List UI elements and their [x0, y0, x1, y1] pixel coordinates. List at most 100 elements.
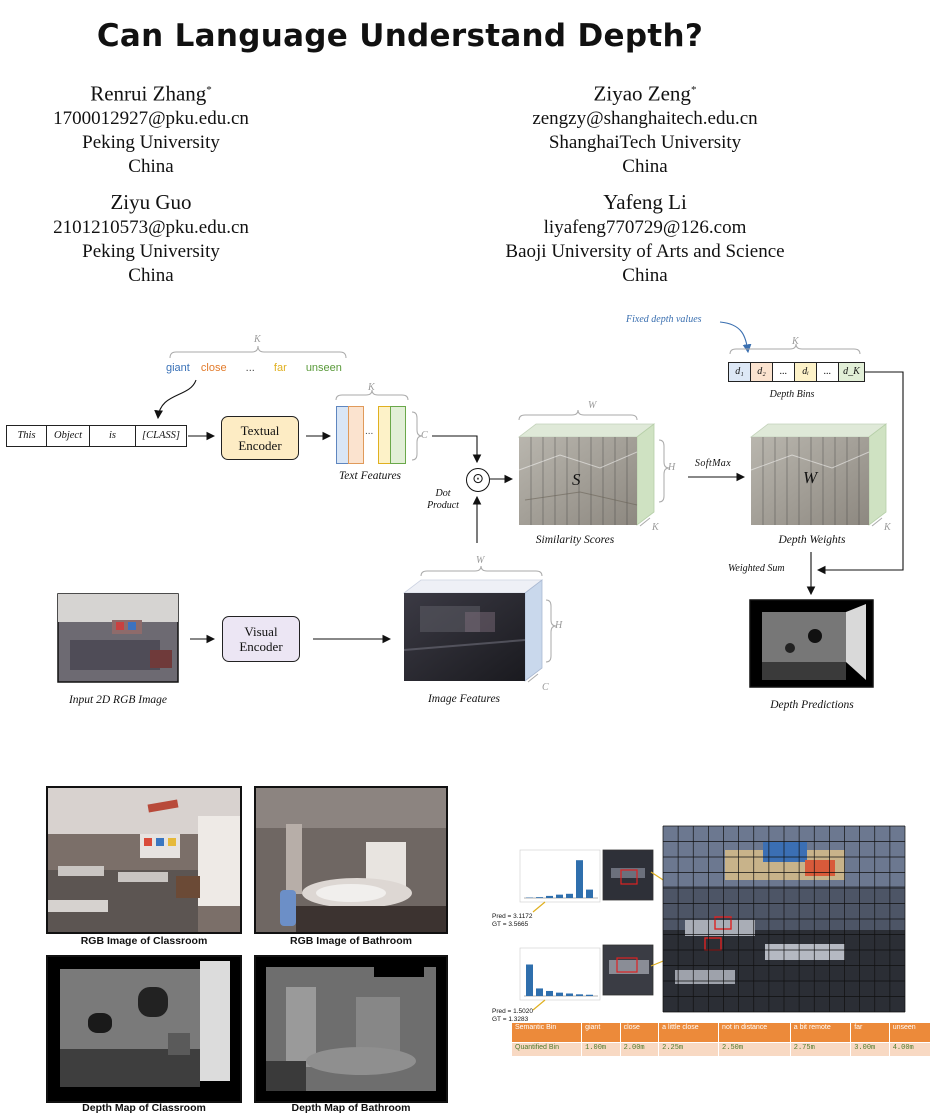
table-cell: 2.00m [619, 1042, 660, 1057]
gt-value-2: GT = 1.3283 [492, 1016, 529, 1023]
author-country: China [622, 156, 668, 178]
author-name: Renrui Zhang [90, 81, 207, 106]
k-label: K [884, 522, 891, 533]
semantic-bin-table: Semantic Bin giant close a little close … [510, 1022, 932, 1057]
table-cell: 2.75m [789, 1042, 852, 1057]
equal-contribution-mark: * [690, 84, 697, 96]
similarity-scores-caption: Similarity Scores [535, 534, 615, 546]
author-country: China [128, 156, 174, 178]
weights-symbol: W [803, 468, 818, 487]
author-email: 1700012927@pku.edu.cn [53, 108, 249, 130]
prompt-token: Object [47, 426, 90, 446]
prediction-note-1: Pred = 3.1172 GT = 3.5665 [492, 913, 533, 929]
author-country: China [128, 265, 174, 286]
table-cell: a little close [658, 1022, 720, 1043]
gt-value-1: GT = 3.5665 [492, 921, 529, 928]
author-email: zengzy@shanghaitech.edu.cn [532, 108, 758, 130]
depth-weights-caption: Depth Weights [778, 534, 846, 546]
pred-value-2: Pred = 1.5020 [492, 1008, 534, 1015]
bin-chart-2 [524, 964, 598, 997]
depth-prediction-image [749, 599, 874, 688]
bathroom-rgb-image [254, 786, 448, 934]
input-rgb-thumbnail [57, 593, 179, 683]
table-cell: a bit remote [789, 1022, 852, 1043]
text-features-stack: ... [336, 406, 408, 464]
author-name: Yafeng Li [603, 190, 687, 214]
table-cell: Semantic Bin [510, 1022, 583, 1043]
depth-bin: d₂ [751, 363, 773, 381]
image-features-cube [402, 579, 544, 682]
bar-far [576, 994, 583, 996]
bar-not-in-distance [556, 894, 563, 898]
class-word-ellipsis: ... [245, 362, 255, 374]
caption-classroom-rgb: RGB Image of Classroom [80, 935, 208, 947]
caption-classroom-depth: Depth Map of Classroom [82, 1102, 206, 1114]
paper-title: Can Language Understand Depth? [96, 18, 704, 54]
prediction-note-2: Pred = 1.5020 GT = 1.3283 [492, 1008, 533, 1024]
author-block-1: Renrui Zhang* 1700012927@pku.edu.cn Peki… [20, 78, 282, 179]
visual-encoder-box: Visual Encoder [222, 616, 300, 662]
k-label: K [652, 522, 659, 533]
bar-unseen [586, 994, 593, 996]
author-affiliation: Peking University [82, 241, 220, 262]
author-affiliation: Baoji University of Arts and Science [505, 241, 785, 262]
author-block-4: Yafeng Li liyafeng770729@126.com Baoji U… [480, 190, 810, 288]
table-cell: unseen [888, 1022, 932, 1043]
quantified-bin-row: Quantified Bin 1.00m 2.00m 2.25m 2.50m 2… [510, 1042, 932, 1057]
author-block-2: Ziyao Zeng* zengzy@shanghaitech.edu.cn S… [490, 78, 800, 179]
classroom-rgb-image [46, 786, 242, 934]
table-cell: Quantified Bin [510, 1042, 583, 1057]
prompt-token: is [90, 426, 136, 446]
k-label: K [368, 382, 375, 393]
c-label: C [542, 682, 549, 693]
equal-contribution-mark: * [206, 84, 212, 96]
depth-weights-cube [749, 423, 888, 526]
similarity-symbol: S [572, 470, 581, 489]
h-label: H [555, 620, 563, 631]
semantic-bin-header-row: Semantic Bin giant close a little close … [510, 1022, 932, 1043]
depth-predictions-caption: Depth Predictions [770, 699, 854, 711]
pipeline-connectors [57, 321, 904, 688]
depth-bin: d₁ [729, 363, 751, 381]
w-label: W [588, 400, 597, 411]
prompt-token-class: [CLASS] [142, 430, 180, 441]
class-word-close: close [200, 362, 227, 374]
bar-giant [526, 964, 533, 996]
class-word-giant: giant [166, 362, 190, 374]
class-word-unseen: unseen [305, 362, 342, 374]
bar-close [536, 988, 543, 996]
depth-bin: ... [817, 363, 839, 381]
caption-bathroom-depth: Depth Map of Bathroom [291, 1102, 411, 1114]
w-label: W [476, 555, 485, 566]
author-block-3: Ziyu Guo 2101210573@pku.edu.cn Peking Un… [20, 190, 282, 288]
bar-unseen [586, 889, 593, 898]
caption-bathroom-rgb: RGB Image of Bathroom [290, 935, 412, 947]
weighted-sum-label: Weighted Sum [728, 563, 785, 574]
author-affiliation: ShanghaiTech University [548, 132, 742, 154]
bathroom-depth-map [254, 955, 448, 1103]
class-words: giant close ... far unseen [166, 362, 342, 374]
bar-close [536, 897, 543, 898]
h-label: H [668, 462, 676, 473]
softmax-label: SoftMax [694, 458, 732, 469]
author-email: liyafeng770729@126.com [543, 217, 747, 238]
class-word-far: far [273, 362, 287, 374]
bar-far [576, 860, 583, 898]
textual-encoder-box: Textual Encoder [221, 416, 299, 460]
table-cell: not in distance [718, 1022, 791, 1043]
author-name: Ziyu Guo [110, 190, 192, 214]
similarity-cube [517, 423, 656, 526]
depth-bin: d_K [839, 363, 864, 381]
author-email: 2101210573@pku.edu.cn [53, 217, 249, 238]
bar-a-bit-remote [566, 993, 573, 996]
table-cell: 4.00m [888, 1042, 932, 1057]
input-image-caption: Input 2D RGB Image [68, 694, 168, 706]
text-features-caption: Text Features [338, 470, 402, 482]
table-cell: giant [581, 1022, 621, 1043]
dot-product-symbol: ⊙ [466, 468, 490, 492]
bar-a-little-close [546, 895, 553, 898]
features-ellipsis: ... [365, 426, 374, 437]
dot-product-label: Dot Product [427, 488, 459, 511]
table-cell: 1.00m [581, 1042, 621, 1057]
depth-bin: dᵢ [795, 363, 817, 381]
